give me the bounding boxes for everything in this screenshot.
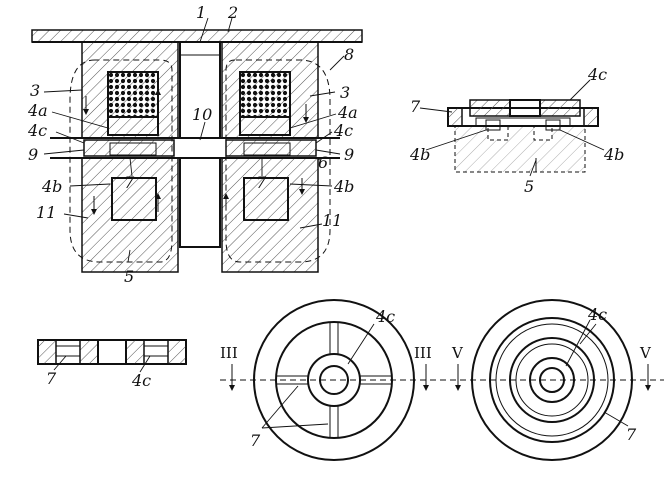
- label-4c-ring: 4c: [375, 307, 395, 326]
- label-4a-left: 4a: [27, 101, 48, 120]
- figure-ring-spokes: [220, 299, 450, 461]
- figure-main-section: [31, 17, 363, 273]
- label-9-left: 9: [28, 145, 38, 164]
- label-7-rings: 7: [626, 425, 637, 444]
- section-marker-III-right: III: [414, 344, 432, 362]
- label-4c-right: 4c: [333, 121, 353, 140]
- label-4c-plate: 4c: [131, 371, 151, 390]
- label-7-right: 7: [256, 173, 267, 192]
- figure-detail-top-right: [419, 79, 605, 177]
- label-6: 6: [318, 153, 328, 172]
- label-2: 2: [227, 3, 238, 22]
- section-marker-V-left: V: [451, 344, 464, 362]
- figure-plate-section: [37, 339, 187, 373]
- label-7-plate: 7: [46, 369, 57, 388]
- label-3-left: 3: [30, 81, 40, 100]
- section-marker-V-right: V: [639, 344, 652, 362]
- label-4b-right: 4b: [333, 177, 354, 196]
- label-4c-left: 4c: [27, 121, 47, 140]
- label-3-right: 3: [340, 83, 350, 102]
- section-marker-III-left: III: [220, 344, 238, 362]
- label-9-right: 9: [344, 145, 354, 164]
- label-7-ring: 7: [250, 431, 261, 450]
- label-5-detail: 5: [524, 177, 534, 196]
- top-plate: [31, 29, 363, 43]
- label-10: 10: [192, 105, 212, 124]
- label-7-left: 7: [124, 173, 135, 192]
- label-8: 8: [344, 45, 354, 64]
- figure-concentric-rings: [450, 299, 664, 461]
- label-11-left: 11: [36, 203, 56, 222]
- left-coil: [107, 71, 159, 118]
- label-7-detail: 7: [410, 97, 421, 116]
- label-4b-detail-left: 4b: [409, 145, 430, 164]
- label-11-right: 11: [322, 211, 342, 230]
- label-4c-rings: 4c: [587, 305, 607, 324]
- label-4b-detail-right: 4b: [603, 145, 624, 164]
- label-4b-left: 4b: [41, 177, 62, 196]
- label-1: 1: [196, 3, 206, 22]
- label-4a-right: 4a: [337, 103, 358, 122]
- label-5-main: 5: [124, 267, 134, 286]
- right-coil: [239, 71, 291, 118]
- label-4c-detail: 4c: [587, 65, 607, 84]
